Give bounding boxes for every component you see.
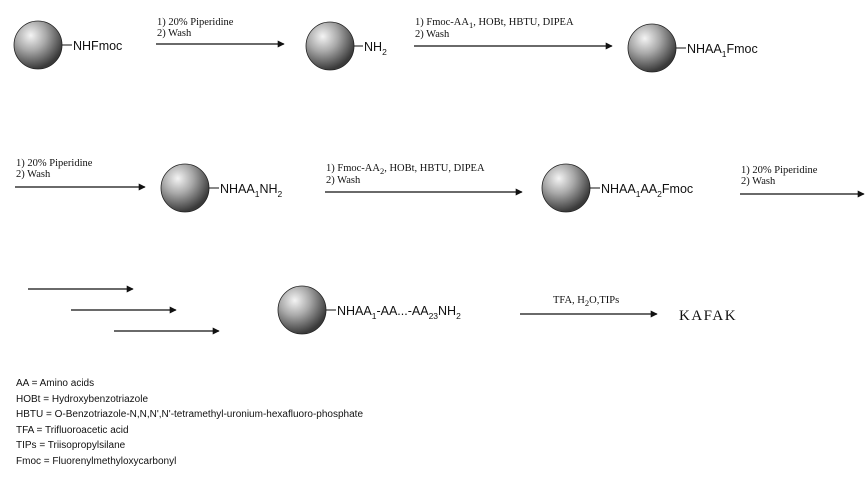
legend-item-hbtu: HBTU = O-Benzotriazole-N,N,N',N'-tetrame… (16, 409, 364, 420)
cleavage-label: TFA, H2O,TIPs (553, 295, 619, 308)
reaction-label-5a: 1) 20% Piperidine (741, 165, 818, 176)
legend-item-hobt: HOBt = Hydroxybenzotriazole (16, 393, 149, 405)
row3: NHAA1-AA...-AA23NH2 TFA, H2O,TIPs KAFAK (28, 285, 737, 335)
legend-item-tips: TIPs = Triisopropylsilane (16, 440, 126, 451)
group-nhaa1fmoc: NHAA1Fmoc (687, 42, 758, 59)
reaction-label-2b: 2) Wash (415, 29, 450, 40)
reaction-label-1b: 2) Wash (157, 28, 192, 39)
group-nhaa1nh2: NHAA1NH2 (220, 182, 283, 199)
row2: 1) 20% Piperidine 2) Wash NHAA1NH2 1) Fm… (15, 158, 865, 213)
group-nhaa1aa2fmoc: NHAA1AA2Fmoc (601, 182, 693, 199)
reaction-label-3a: 1) 20% Piperidine (16, 158, 93, 169)
row1: NHFmoc 1) 20% Piperidine 2) Wash NH2 1) … (13, 17, 758, 73)
group-nh2: NH2 (364, 40, 387, 57)
resin-bead-6 (277, 285, 327, 335)
legend-item-fmoc: Fmoc = Fluorenylmethyloxycarbonyl (16, 455, 177, 467)
reaction-label-5b: 2) Wash (741, 176, 776, 187)
abbreviation-legend: AA = Amino acids HOBt = Hydroxybenzotria… (16, 376, 363, 469)
reaction-label-3b: 2) Wash (16, 169, 51, 180)
legend-item-aa: AA = Amino acids (16, 378, 95, 389)
group-peptide-chain: NHAA1-AA...-AA23NH2 (337, 304, 461, 321)
resin-bead-1 (13, 20, 63, 70)
resin-bead-5 (541, 163, 591, 213)
resin-bead-2 (305, 21, 355, 71)
resin-bead-4 (160, 163, 210, 213)
resin-bead-3 (627, 23, 677, 73)
reaction-label-2a: 1) Fmoc-AA1, HOBt, HBTU, DIPEA (415, 17, 574, 30)
reaction-label-1a: 1) 20% Piperidine (157, 17, 234, 28)
legend-item-tfa: TFA = Trifluoroacetic acid (16, 424, 129, 436)
group-nhfmoc: NHFmoc (73, 39, 122, 53)
product-kafak: KAFAK (679, 308, 737, 324)
reaction-label-4a: 1) Fmoc-AA2, HOBt, HBTU, DIPEA (326, 163, 485, 176)
reaction-label-4b: 2) Wash (326, 175, 361, 186)
